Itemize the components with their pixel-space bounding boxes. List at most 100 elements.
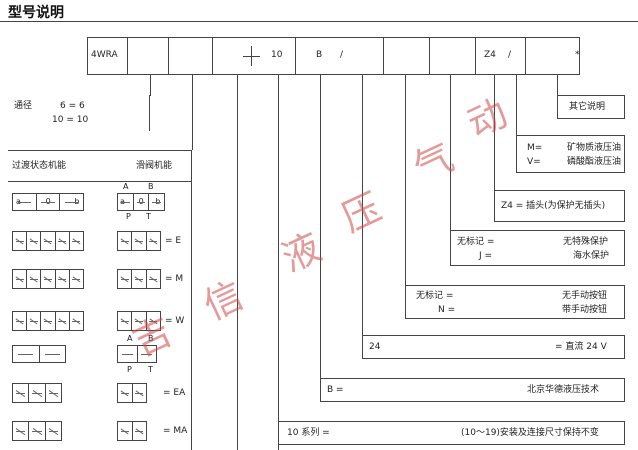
port-b-2: B: [148, 334, 154, 343]
other-text: 其它说明: [569, 102, 606, 112]
sym-cell: a: [118, 194, 134, 210]
spool-symbol-w: [117, 311, 161, 331]
manual-box: 无标记 = 无手动按钮 N = 带手动按钮: [405, 285, 625, 319]
oil-val-1: 矿物质液压油: [567, 143, 622, 153]
line-diameter: [150, 75, 151, 95]
code-cell-empty-1: [127, 37, 169, 75]
function-right-header: 滑阀机能: [136, 161, 173, 171]
code-cell-type: 4WRA: [87, 37, 128, 75]
spool-symbol-e: [117, 231, 161, 251]
series-key: 10 系列 =: [287, 428, 330, 438]
watermark-char-2: 信: [196, 272, 251, 329]
spool-symbol-1: [117, 345, 157, 363]
line-maker: [320, 75, 321, 380]
manual-key-2: N =: [438, 305, 456, 315]
code-slash-text: /: [340, 50, 344, 60]
diameter-line-2: 10 = 10: [52, 115, 89, 125]
spool-symbol-m: [117, 269, 161, 289]
sym-letter-a: a: [16, 197, 21, 206]
code-cell-empty-2: [168, 37, 213, 75]
spool-symbol-0: a 0 b: [117, 193, 165, 211]
label-ea: = EA: [163, 388, 186, 398]
protect-val-2: 海水保护: [573, 251, 610, 261]
port-p-2: P: [127, 365, 132, 374]
code-star-text: *: [575, 50, 580, 60]
sym-letter-b: b: [74, 197, 80, 206]
watermark-char-5: 气: [406, 134, 461, 191]
code-slash2-text: /: [508, 50, 512, 60]
label-m: = M: [165, 274, 184, 284]
sym-cell: b: [60, 194, 83, 210]
maker-key: B =: [327, 385, 344, 395]
line-protect: [450, 75, 451, 230]
port-b-1: B: [148, 182, 154, 191]
spool-symbol-ma: [117, 421, 147, 441]
voltage-val: = 直流 24 V: [555, 342, 607, 352]
function-header-rule: [8, 181, 191, 182]
oil-key-1: M=: [527, 143, 543, 153]
transition-symbol-1: [12, 345, 66, 363]
line-manual: [405, 75, 406, 285]
code-cell-empty-4: [429, 37, 476, 75]
protect-key-1: 无标记 =: [457, 237, 495, 247]
transition-symbol-0: a 0 b: [12, 193, 84, 211]
line-func: [192, 75, 193, 150]
manual-val-2: 带手动按钮: [562, 305, 608, 315]
transition-symbol-m: [12, 269, 84, 289]
line-oil: [516, 75, 517, 135]
code-cell-size: 10: [212, 37, 296, 75]
transition-symbol-w: [12, 311, 84, 331]
label-w: = W: [165, 316, 185, 326]
diameter-box: 通径 6 = 6 10 = 10: [8, 95, 150, 131]
oil-box: M= 矿物质液压油 V= 磷酸酯液压油: [516, 135, 625, 173]
code-maker-text: B: [316, 50, 323, 60]
voltage-key: 24: [369, 342, 381, 352]
sym-letter-a: a: [120, 197, 125, 206]
code-cell-empty-3: [383, 37, 430, 75]
code-type-text: 4WRA: [91, 50, 118, 60]
code-size-text: 10: [271, 50, 283, 60]
protect-val-1: 无特殊保护: [563, 237, 609, 247]
sym-cell: b: [149, 194, 164, 210]
line-other: [557, 75, 558, 95]
other-box: 其它说明: [557, 95, 625, 119]
maker-box: B = 北京华德液压技术: [320, 378, 625, 402]
code-z4-text: Z4: [484, 50, 496, 60]
z4-box: Z4 = 插头(为保护无插头): [494, 190, 625, 222]
port-p-1: P: [126, 212, 131, 221]
sym-letter-0: 0: [45, 197, 51, 206]
line-voltage: [362, 75, 363, 340]
size-tick-h: [243, 56, 260, 57]
transition-symbol-e: [12, 231, 84, 251]
sym-letter-0: 0: [138, 197, 144, 206]
z4-text: Z4 = 插头(为保护无插头): [501, 201, 606, 211]
spool-symbol-ea: [117, 383, 147, 403]
sym-letter-b: b: [155, 197, 161, 206]
title-divider: [0, 21, 638, 22]
oil-val-2: 磷酸酯液压油: [567, 157, 622, 167]
label-ma: = MA: [163, 426, 188, 436]
maker-val: 北京华德液压技术: [527, 385, 600, 395]
port-t-1: T: [146, 212, 151, 221]
transition-symbol-ma: [12, 421, 62, 441]
sym-cell: a: [13, 194, 37, 210]
line-series: [278, 75, 279, 450]
sym-cell: 0: [37, 194, 61, 210]
code-cell-maker: B /: [295, 37, 384, 75]
watermark-char-4: 压: [334, 184, 389, 241]
voltage-box: 24 = 直流 24 V: [362, 335, 625, 359]
line-a: [237, 75, 238, 450]
diameter-label: 通径: [14, 101, 33, 111]
manual-key-1: 无标记 =: [416, 291, 454, 301]
series-val: (10～19)安装及连接尺寸保持不变: [461, 428, 599, 438]
code-cell-z4: Z4 /: [475, 37, 526, 75]
diameter-line-1: 6 = 6: [60, 101, 85, 111]
protect-key-2: J =: [479, 251, 493, 261]
transition-symbol-ea: [12, 383, 62, 403]
port-a-2: A: [127, 334, 133, 343]
port-a-1: A: [123, 182, 129, 191]
sym-cell: 0: [134, 194, 150, 210]
page-title: 型号说明: [8, 5, 64, 21]
series-box: 10 系列 = (10～19)安装及连接尺寸保持不变: [278, 421, 625, 445]
protect-box: 无标记 = 无特殊保护 J = 海水保护: [450, 230, 625, 266]
